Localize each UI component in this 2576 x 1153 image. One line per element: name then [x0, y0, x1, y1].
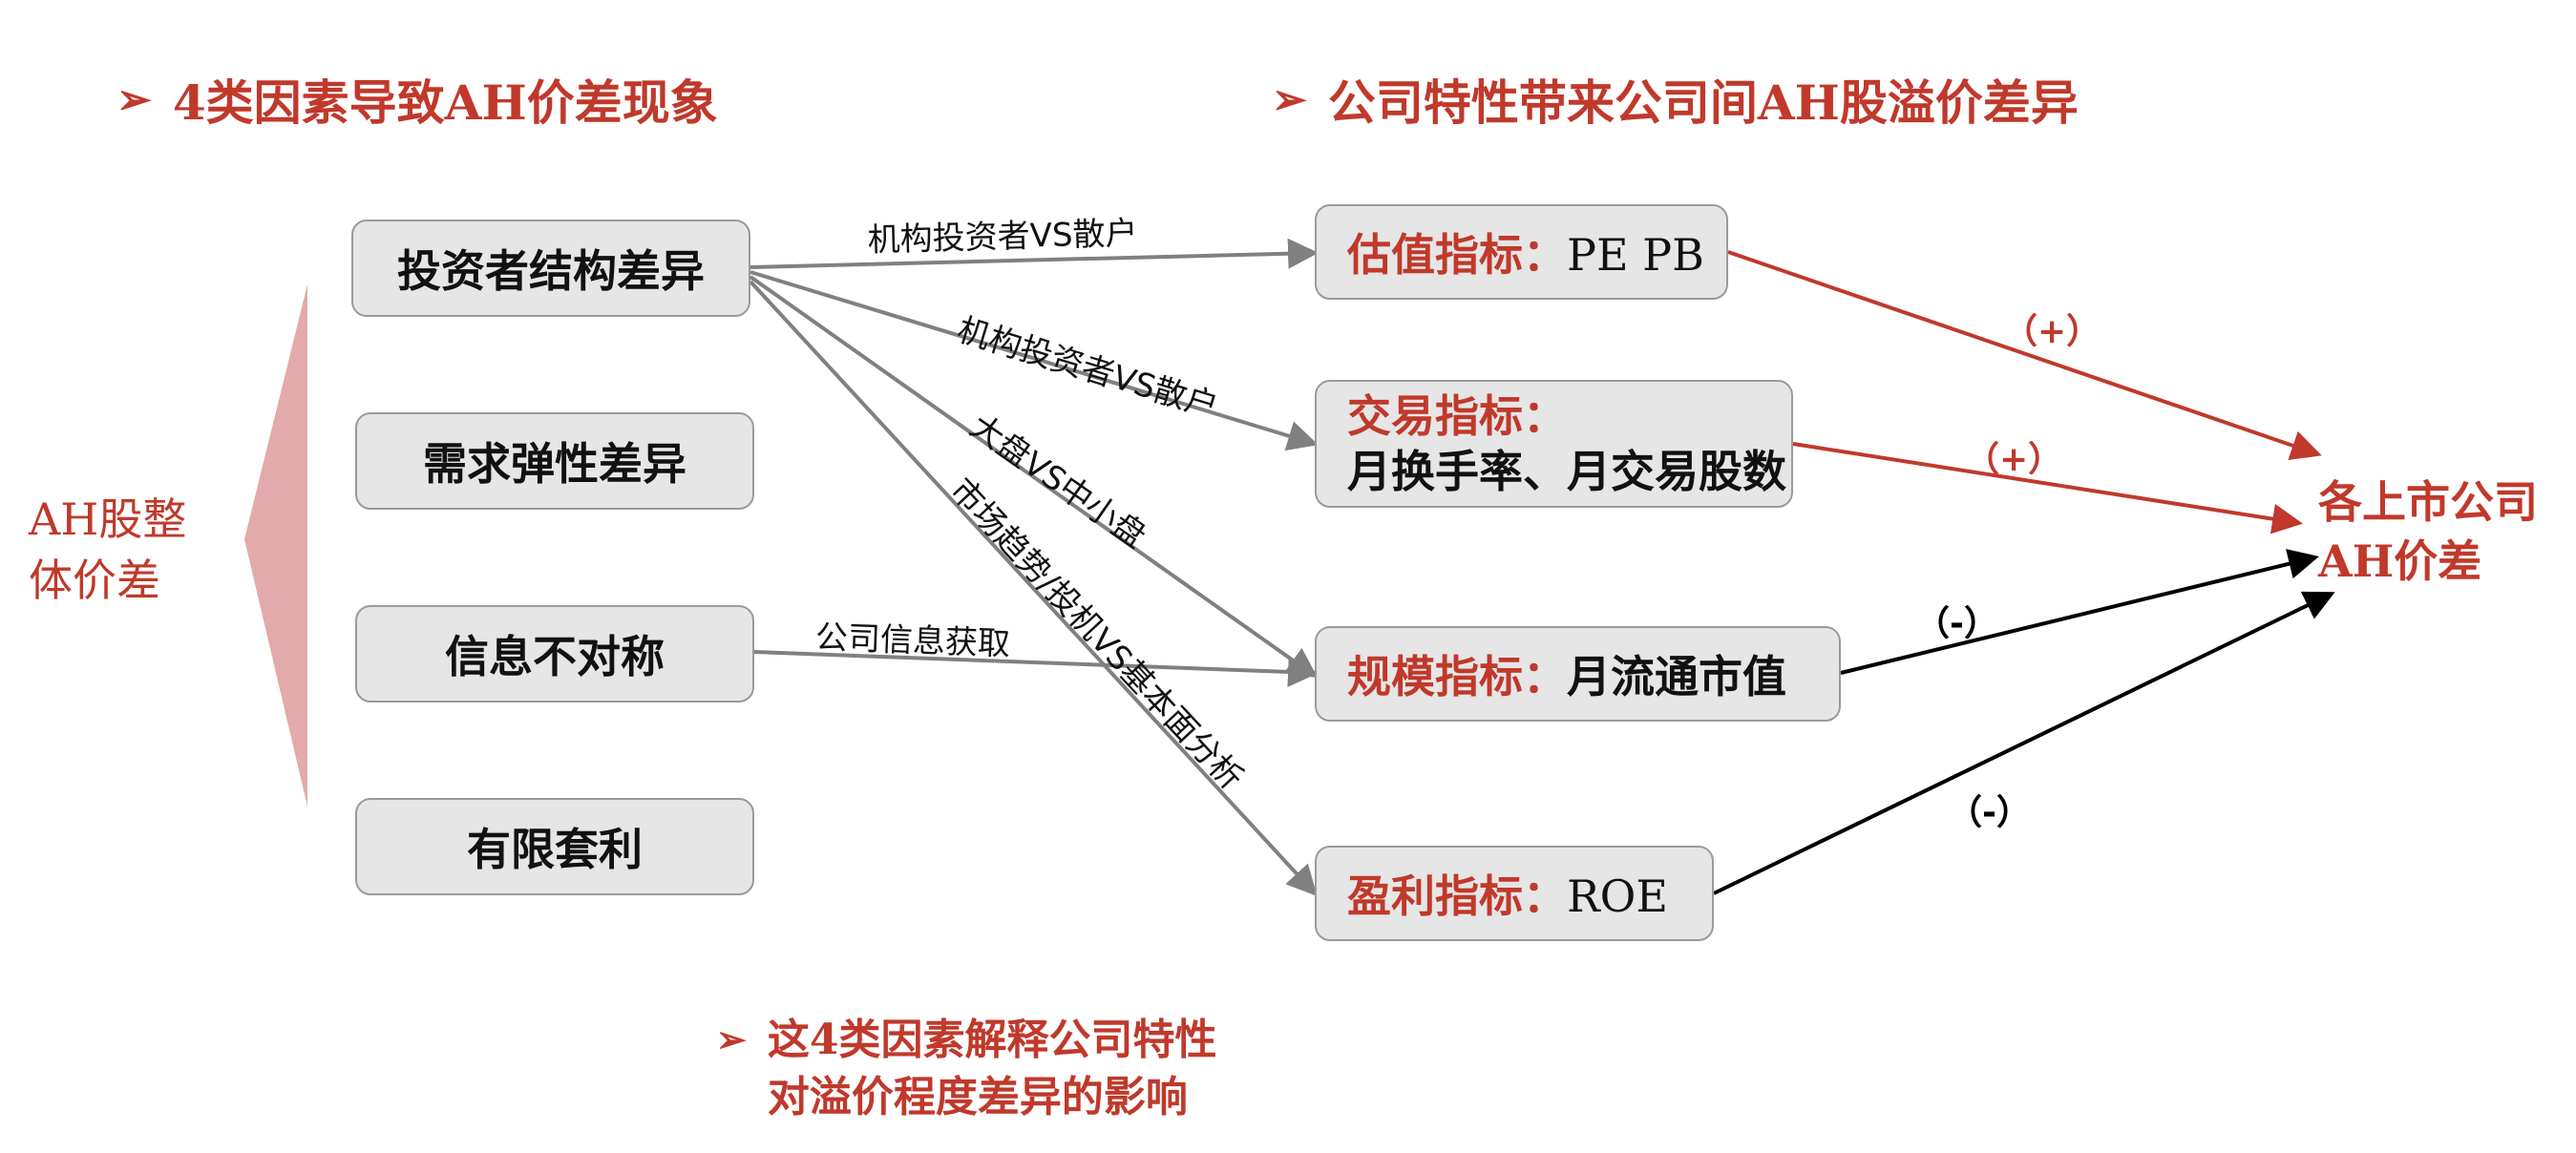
edge-label-info: 公司信息获取 [814, 618, 1011, 664]
sign-scale: （-） [1915, 604, 1998, 643]
overall-spread-line2: 体价差 [29, 555, 160, 606]
indicator-box-trading: 交易指标： 月换手率、月交易股数 [1315, 380, 1793, 508]
sign-trading: （+） [1965, 440, 2063, 479]
factor-box-limited-arbitrage: 有限套利 [355, 798, 754, 895]
sign-valuation: （+） [2003, 312, 2101, 351]
indicator-box-scale: 规模指标：月流通市值 [1315, 626, 1841, 722]
heading-left: ➢ 4类因素导致AH价差现象 [116, 65, 718, 134]
indicator-detail: 月流通市值 [1567, 651, 1786, 702]
sign-profit: （-） [1948, 793, 2031, 832]
factor-label: 有限套利 [467, 824, 643, 875]
target-line1: 各上市公司 [2318, 476, 2538, 528]
aggregation-wedge [244, 284, 307, 807]
arrow-investor-to-scale [749, 275, 1319, 679]
factor-box-information-asymmetry: 信息不对称 [355, 605, 754, 702]
arrow-bullet-icon: ➢ [1272, 74, 1307, 124]
arrow-bullet-icon: ➢ [116, 74, 152, 124]
arrow-scale-to-target [1840, 549, 2319, 675]
indicator-name: 估值指标： [1347, 229, 1567, 281]
overall-spread-line1: AH股整 [29, 493, 187, 545]
heading-left-text: 4类因素导致AH价差现象 [172, 74, 718, 131]
overall-spread-label: AH股整 体价差 [29, 489, 186, 611]
indicator-detail: PE PB [1567, 229, 1704, 281]
heading-right: ➢ 公司特性带来公司间AH股溢价差异 [1272, 65, 2079, 134]
arrow-bullet-icon: ➢ [716, 1017, 747, 1060]
indicator-box-profit: 盈利指标：ROE [1315, 846, 1714, 941]
indicator-box-valuation: 估值指标：PE PB [1315, 204, 1728, 300]
target-company-spread: 各上市公司 AH价差 [2318, 472, 2538, 591]
factor-label: 投资者结构差异 [397, 245, 705, 297]
factor-label: 需求弹性差异 [423, 438, 686, 490]
heading-bottom-line2: 对溢价程度差异的影响 [767, 1073, 1188, 1122]
factor-box-investor-structure: 投资者结构差异 [351, 220, 750, 317]
factor-box-demand-elasticity: 需求弹性差异 [355, 412, 754, 510]
factor-label: 信息不对称 [445, 631, 665, 682]
heading-right-text: 公司特性带来公司间AH股溢价差异 [1327, 74, 2079, 131]
arrow-investor-to-trading [750, 270, 1319, 451]
arrow-investor-to-valuation [750, 238, 1319, 269]
arrow-investor-to-profit [749, 280, 1318, 896]
heading-bottom-line1: 这4类因素解释公司特性 [767, 1016, 1217, 1064]
arrow-valuation-to-target [1727, 250, 2322, 461]
indicator-detail: ROE [1567, 870, 1668, 922]
arrow-trading-to-target [1792, 442, 2303, 535]
arrow-info-to-scale [753, 650, 1319, 687]
arrow-profit-to-target [1713, 591, 2335, 895]
heading-bottom: ➢ 这4类因素解释公司特性 对溢价程度差异的影响 [716, 1012, 1216, 1126]
edge-label-investor-valuation: 机构投资者VS散户 [867, 214, 1139, 260]
indicator-name: 规模指标： [1347, 651, 1567, 702]
target-line2: AH价差 [2318, 535, 2482, 587]
indicator-name: 盈利指标： [1347, 870, 1567, 922]
indicator-name: 交易指标： [1347, 390, 1567, 442]
indicator-detail: 月换手率、月交易股数 [1347, 446, 1786, 497]
